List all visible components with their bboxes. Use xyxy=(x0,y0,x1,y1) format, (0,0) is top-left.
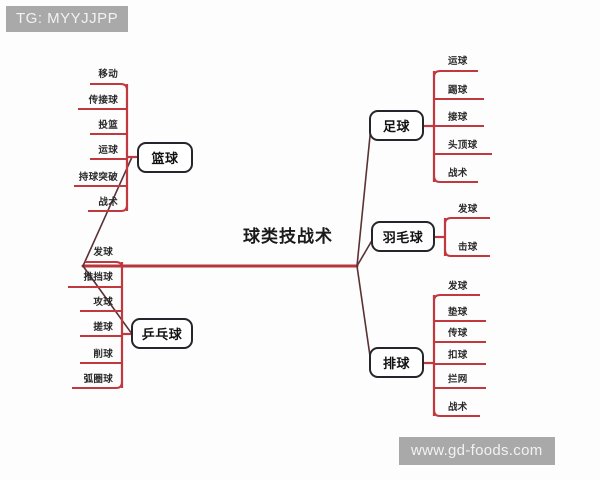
leaf-football-3[interactable]: 头顶球 xyxy=(448,140,478,151)
watermark-bottom-right: www.gd-foods.com xyxy=(399,437,555,465)
rail-football-0 xyxy=(433,70,478,78)
leaf-basketball-4[interactable]: 持球突破 xyxy=(78,172,118,183)
leaf-volleyball-3[interactable]: 扣球 xyxy=(448,350,468,361)
leaf-football-0[interactable]: 运球 xyxy=(448,56,468,67)
leaf-volleyball-0[interactable]: 发球 xyxy=(448,281,468,292)
leaf-badminton-1[interactable]: 击球 xyxy=(458,242,478,253)
leaf-volleyball-2[interactable]: 传球 xyxy=(448,328,468,339)
fan-right-volleyball xyxy=(356,265,372,364)
leaf-badminton-0[interactable]: 发球 xyxy=(458,204,478,215)
branch-node-badminton[interactable]: 羽毛球 xyxy=(371,221,435,252)
leaf-basketball-0[interactable]: 移动 xyxy=(98,69,118,80)
leaf-table-tennis-1[interactable]: 推挡球 xyxy=(83,272,113,283)
rail-tabletennis-0 xyxy=(85,261,123,269)
leaf-basketball-5[interactable]: 战术 xyxy=(98,197,118,208)
leaf-volleyball-4[interactable]: 拦网 xyxy=(448,374,468,385)
rail-badminton-0 xyxy=(444,217,490,225)
leaf-basketball-2[interactable]: 投篮 xyxy=(98,120,118,131)
rail-volleyball-0 xyxy=(433,294,480,302)
leaf-football-1[interactable]: 踢球 xyxy=(448,85,468,96)
leaf-football-2[interactable]: 接球 xyxy=(448,112,468,123)
leaf-table-tennis-0[interactable]: 发球 xyxy=(93,247,113,258)
watermark-top-left: TG: MYYJJPP xyxy=(6,6,129,32)
leaf-table-tennis-2[interactable]: 攻球 xyxy=(93,297,113,308)
leaf-football-4[interactable]: 战术 xyxy=(448,168,468,179)
branch-node-basketball[interactable]: 篮球 xyxy=(137,142,193,173)
rail-basketball-0 xyxy=(90,83,128,91)
leaf-volleyball-1[interactable]: 垫球 xyxy=(448,307,468,318)
leaf-table-tennis-5[interactable]: 弧圈球 xyxy=(83,374,113,385)
branch-node-football[interactable]: 足球 xyxy=(369,110,424,141)
leaf-table-tennis-3[interactable]: 搓球 xyxy=(93,322,113,333)
leaf-basketball-1[interactable]: 传接球 xyxy=(88,95,118,106)
leaf-basketball-3[interactable]: 运球 xyxy=(98,145,118,156)
leaf-volleyball-5[interactable]: 战术 xyxy=(448,402,468,413)
leaf-table-tennis-4[interactable]: 削球 xyxy=(93,349,113,360)
fan-right-football xyxy=(356,125,372,267)
center-topic: 球类技战术 xyxy=(243,227,333,246)
branch-node-table-tennis[interactable]: 乒乓球 xyxy=(131,318,193,349)
branch-node-volleyball[interactable]: 排球 xyxy=(369,347,424,378)
